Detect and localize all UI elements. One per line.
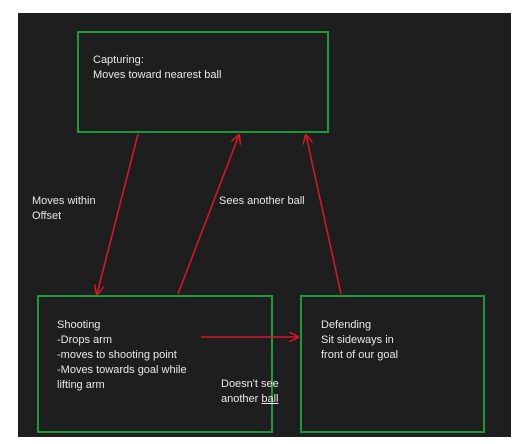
transition-label-underlined-text: ball [261, 393, 279, 405]
state-capturing-line: Moves toward nearest ball [93, 69, 222, 81]
state-shooting-text: Shooting -Drops arm -moves to shooting p… [57, 318, 187, 393]
state-shooting-box [37, 295, 273, 433]
state-defending-line: Sit sideways in [321, 334, 394, 346]
transition-label-line: Doesn't see [221, 378, 279, 390]
state-defending-line: front of our goal [321, 349, 399, 361]
state-shooting-line: -Moves towards goal while [57, 364, 187, 376]
state-defending-text: Defending Sit sideways in front of our g… [321, 318, 398, 363]
state-capturing-box [77, 31, 329, 133]
diagram-canvas: Capturing: Moves toward nearest ball Sho… [18, 13, 511, 437]
state-shooting-line: lifting arm [57, 379, 105, 391]
state-capturing-title: Capturing: [93, 54, 144, 66]
transition-label-line: another ball [221, 392, 279, 407]
state-shooting-title: Shooting [57, 319, 101, 331]
transition-label-line: Sees another ball [219, 195, 305, 207]
state-defending-title: Defending [321, 319, 372, 331]
transition-label-line: Moves within [32, 195, 96, 207]
transition-label-text: another [221, 393, 262, 405]
state-capturing-text: Capturing: Moves toward nearest ball [93, 53, 221, 83]
arrow-defending-to-capturing [306, 135, 342, 295]
arrow-capturing-to-shooting [97, 133, 139, 294]
transition-label-moves-within-offset: Moves within Offset [32, 194, 96, 224]
transition-label-doesnt-see-ball: Doesn't see another ball [221, 377, 279, 407]
transition-label-sees-another-ball: Sees another ball [219, 194, 305, 209]
state-shooting-line: -Drops arm [57, 334, 113, 346]
state-defending-box [300, 295, 485, 433]
transition-label-line: Offset [32, 210, 62, 222]
arrow-shooting-to-capturing [177, 135, 239, 295]
transition-arrows [18, 13, 342, 437]
state-shooting-line: -moves to shooting point [57, 349, 177, 361]
